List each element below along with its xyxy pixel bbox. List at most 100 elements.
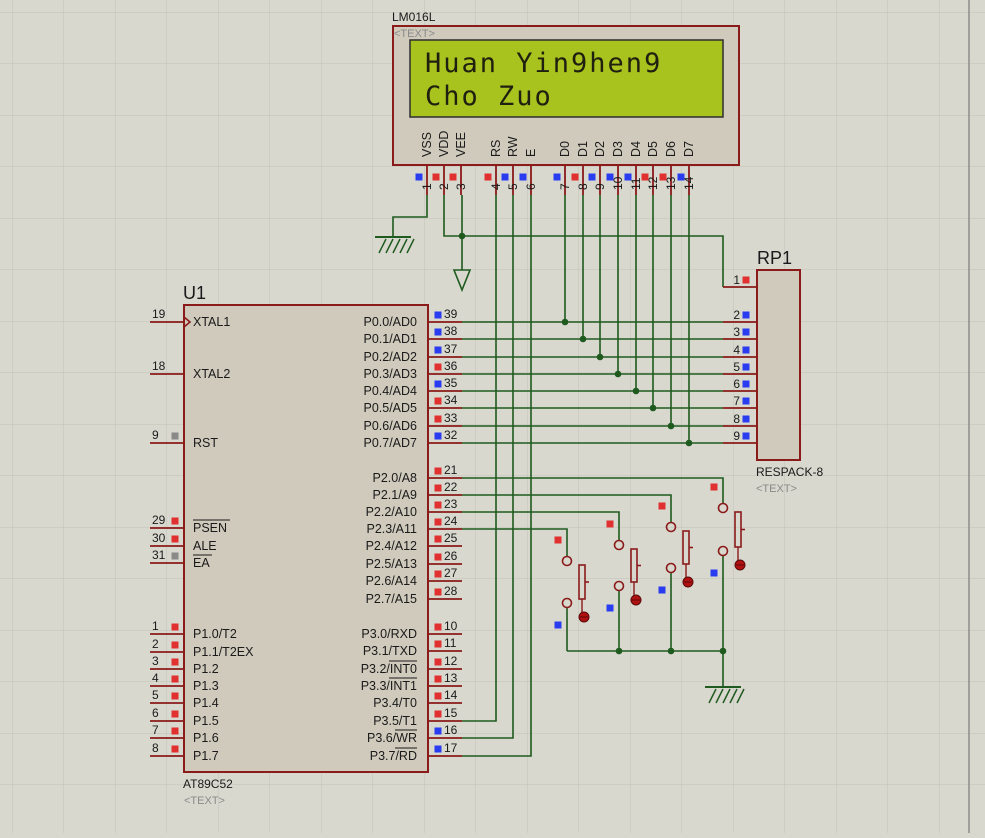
mcu-pin-name: P1.7 bbox=[193, 749, 219, 763]
junction-dot bbox=[667, 647, 675, 655]
wire-e bbox=[462, 195, 532, 757]
mcu-pin-state bbox=[434, 727, 442, 735]
ground-hatch bbox=[722, 688, 731, 704]
mcu-pin-name: P2.7/A15 bbox=[366, 592, 417, 606]
switch-contact bbox=[665, 521, 677, 533]
mcu-pin-number: 36 bbox=[444, 359, 458, 373]
mcu-pin-number: 14 bbox=[444, 688, 458, 702]
mcu-pin-number: 9 bbox=[152, 428, 159, 442]
mcu-pin-state bbox=[434, 484, 442, 492]
lcd-pin-number: 14 bbox=[682, 176, 696, 190]
mcu-pin-state bbox=[434, 363, 442, 371]
lcd-pin-number: 5 bbox=[506, 183, 520, 190]
switch-pin-state bbox=[554, 536, 562, 544]
lcd-pin-state bbox=[553, 173, 561, 181]
clock-arrow-icon bbox=[183, 316, 192, 328]
lcd-pin-state bbox=[571, 173, 579, 181]
ground-hatch bbox=[385, 238, 394, 254]
wires bbox=[392, 195, 727, 757]
mcu-pin-number: 17 bbox=[444, 741, 458, 755]
lcd-pin-number: 9 bbox=[593, 183, 607, 190]
respack-pin-state bbox=[742, 380, 750, 388]
mcu-part-label: AT89C52 bbox=[183, 777, 233, 791]
switch-pin-state bbox=[710, 483, 718, 491]
respack-pin-number: 6 bbox=[733, 377, 740, 391]
lcd-pin-number: 13 bbox=[664, 176, 678, 190]
lcd-pin-number: 11 bbox=[629, 177, 643, 190]
mcu-pin-number: 29 bbox=[152, 513, 166, 527]
respack-body[interactable] bbox=[756, 269, 801, 461]
mcu-pin-state bbox=[171, 517, 179, 525]
mcu-pin-name: P0.4/AD4 bbox=[363, 384, 417, 398]
mcu-pin-name: P3.0/RXD bbox=[361, 627, 417, 641]
mcu-pin-name: P3.3/INT1 bbox=[361, 679, 417, 693]
mcu-pin-state bbox=[434, 570, 442, 578]
mcu-pin-name: PSEN bbox=[193, 521, 227, 535]
lcd-pin-name-d4: D4 bbox=[629, 141, 643, 157]
mcu-pin-number: 37 bbox=[444, 342, 458, 356]
mcu-pin-name: P0.1/AD1 bbox=[363, 332, 417, 346]
respack-pin-number: 4 bbox=[733, 343, 740, 357]
lcd-pin-state bbox=[501, 173, 509, 181]
wire-button-row bbox=[462, 477, 724, 503]
mcu-pin-number: 16 bbox=[444, 723, 458, 737]
mcu-pin-name: P1.6 bbox=[193, 731, 219, 745]
mcu-pin-name: P1.3 bbox=[193, 679, 219, 693]
mcu-pin-number: 38 bbox=[444, 324, 458, 338]
switch-contact bbox=[561, 597, 573, 609]
mcu-pin-name: P0.5/AD5 bbox=[363, 401, 417, 415]
mcu-pin-name: P2.3/A11 bbox=[366, 522, 417, 536]
lcd-pin-state bbox=[624, 173, 632, 181]
lcd-pin-name-d2: D2 bbox=[593, 141, 607, 157]
lcd-pin-name-d6: D6 bbox=[664, 141, 678, 157]
wire-rw bbox=[462, 195, 514, 739]
mcu-pin-state bbox=[171, 692, 179, 700]
lcd-pin-number: 3 bbox=[454, 183, 468, 190]
mcu-pin-state bbox=[434, 380, 442, 388]
respack-pin-number: 8 bbox=[733, 412, 740, 426]
mcu-pin-name: EA bbox=[193, 556, 210, 570]
mcu-pin-number: 7 bbox=[152, 723, 159, 737]
switch-contact bbox=[613, 580, 625, 592]
mcu-pin-state bbox=[171, 641, 179, 649]
junction-dot bbox=[615, 647, 623, 655]
lcd-line-2: Cho Zuo bbox=[425, 81, 553, 112]
mcu-pin-state bbox=[434, 328, 442, 336]
mcu-pin-name: XTAL1 bbox=[193, 315, 230, 329]
ground-hatch bbox=[736, 688, 745, 704]
wire-button-row bbox=[462, 528, 568, 556]
mcu-pin-name: P2.6/A14 bbox=[366, 574, 417, 588]
switch-pin-state bbox=[554, 621, 562, 629]
respack-pin-number: 5 bbox=[733, 360, 740, 374]
mcu-pin-state bbox=[434, 675, 442, 683]
mcu-pin-number: 26 bbox=[444, 549, 458, 563]
ground-hatch bbox=[715, 688, 724, 704]
mcu-pin-name: P0.7/AD7 bbox=[363, 436, 417, 450]
lcd-pin-name-d5: D5 bbox=[646, 141, 660, 157]
lcd-pin-state bbox=[641, 173, 649, 181]
mcu-pin-name: P3.5/T1 bbox=[373, 714, 417, 728]
mcu-pin-number: 25 bbox=[444, 531, 458, 545]
mcu-pin-name: RST bbox=[193, 436, 218, 450]
wire-vss-gnd bbox=[392, 195, 428, 236]
lcd-text-tag: <TEXT> bbox=[394, 28, 435, 40]
ground-hatch bbox=[399, 238, 408, 254]
lcd-pin-name-vdd: VDD bbox=[437, 131, 451, 157]
mcu-pin-number: 39 bbox=[444, 307, 458, 321]
respack-text-tag: <TEXT> bbox=[756, 483, 797, 495]
mcu-pin-name: P3.7/RD bbox=[370, 749, 417, 763]
lcd-pin-name-d0: D0 bbox=[558, 141, 572, 157]
mcu-body[interactable] bbox=[183, 304, 429, 773]
lcd-pin-number: 10 bbox=[611, 176, 625, 190]
mcu-pin-state bbox=[434, 745, 442, 753]
mcu-pin-number: 6 bbox=[152, 706, 159, 720]
mcu-pin-number: 13 bbox=[444, 671, 458, 685]
lcd-pin-name-d3: D3 bbox=[611, 141, 625, 157]
mcu-pin-state bbox=[434, 467, 442, 475]
power-terminal-icon bbox=[452, 269, 472, 293]
respack-pin-state bbox=[742, 311, 750, 319]
mcu-pin-name: P1.1/T2EX bbox=[193, 645, 254, 659]
mcu-pin-number: 34 bbox=[444, 393, 458, 407]
mcu-pin-state bbox=[434, 640, 442, 648]
